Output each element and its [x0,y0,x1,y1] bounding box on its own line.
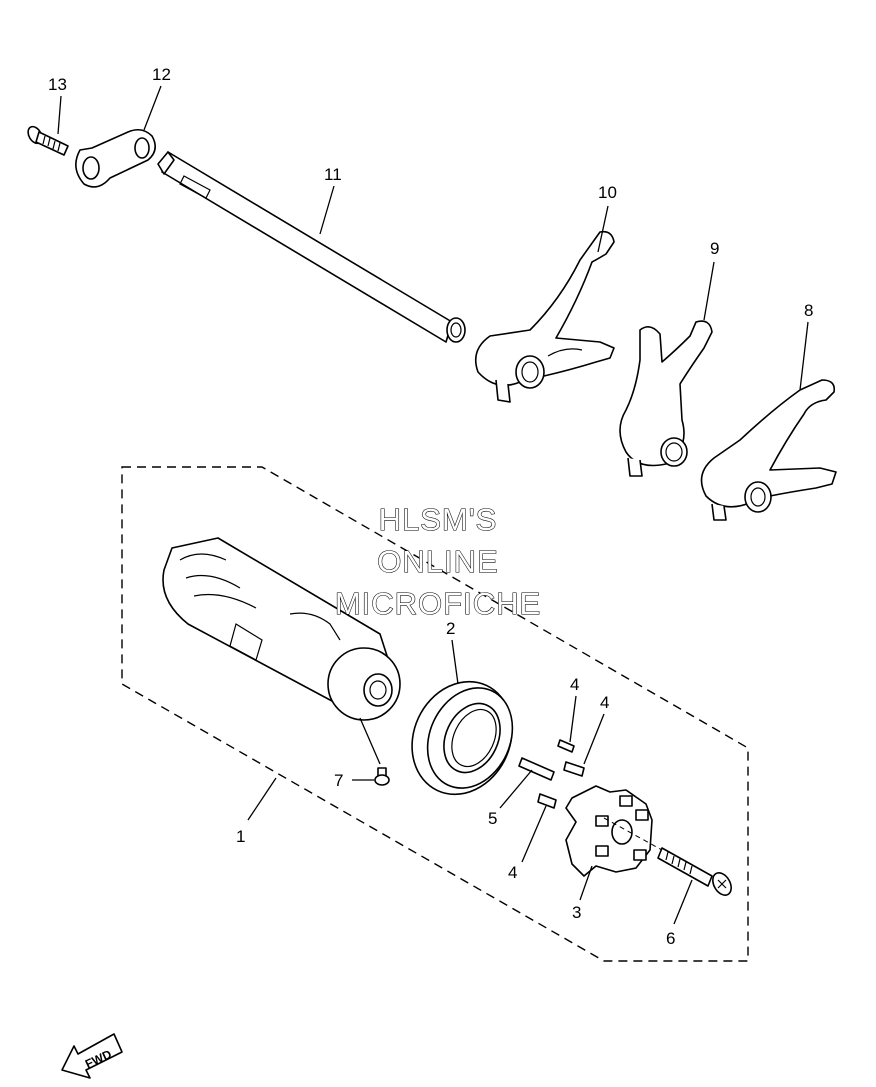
callout-3: 3 [572,903,581,922]
callout-10: 10 [598,183,617,202]
assembly-boundary [121,466,749,962]
callout-12: 12 [152,65,171,84]
callout-4-upper-right: 4 [600,693,609,712]
part-7-screw[interactable] [374,767,390,786]
callout-13: 13 [48,75,67,94]
callout-1: 1 [236,827,245,846]
part-5-pin[interactable] [518,757,555,781]
callout-6: 6 [666,929,675,948]
part-3-segment[interactable] [565,785,653,877]
part-13-screw[interactable] [25,124,69,156]
callout-11: 11 [324,165,342,184]
leader-lines [57,85,809,925]
part-10-shift-fork[interactable] [474,230,615,403]
callout-8: 8 [804,301,813,320]
part-4-pin-upper-right[interactable] [563,761,585,777]
callout-2: 2 [446,619,455,638]
part-6-bolt[interactable] [657,847,735,898]
part-9-shift-fork[interactable] [619,320,713,477]
part-4-pin-upper-left[interactable] [557,739,575,753]
part-12-plate[interactable] [75,128,156,188]
watermark-line-2: ONLINE [377,544,498,579]
part-1-shift-drum[interactable] [162,537,401,721]
part-11-shaft[interactable] [157,151,466,343]
fwd-arrow-icon: FWD [61,1033,123,1079]
callout-5: 5 [488,809,497,828]
callout-4-lower: 4 [508,863,517,882]
watermark-line-3: MICROFICHE [335,586,541,621]
part-4-pin-lower[interactable] [537,793,557,809]
callout-7: 7 [334,771,343,790]
part-8-shift-fork[interactable] [700,379,837,521]
pin-axis-line [603,817,663,851]
callout-4-upper-left: 4 [570,675,579,694]
callout-9: 9 [710,239,719,258]
watermark-line-1: HLSM'S [379,502,498,537]
part-2-bearing[interactable] [394,665,530,811]
